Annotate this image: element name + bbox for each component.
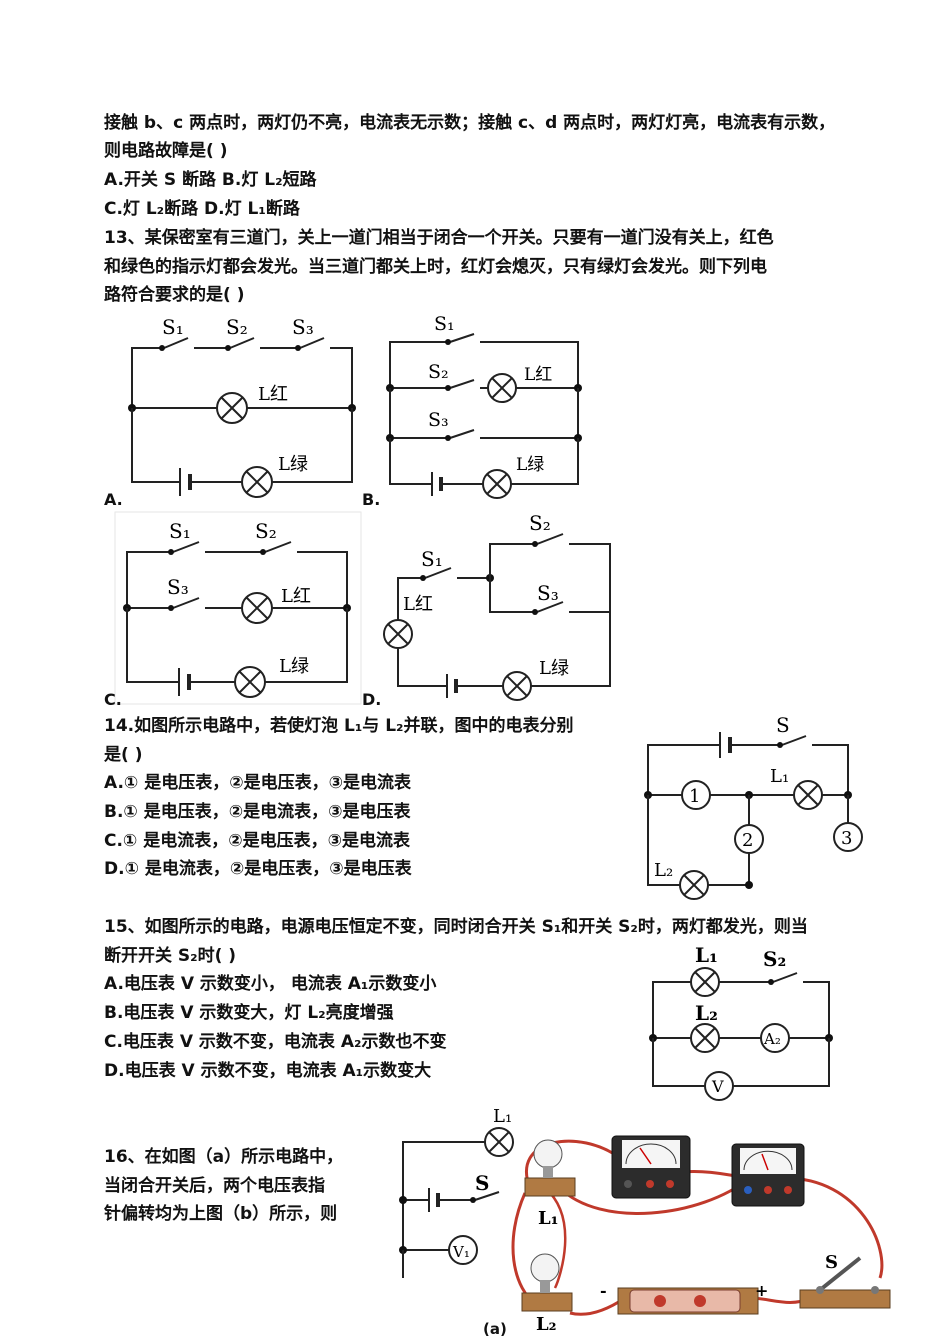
q16-s-label: S	[475, 1171, 489, 1195]
q15-circuit-diagram: L₁ S₂ L₂ A₂ V	[649, 943, 833, 1101]
b-s1-label: S₁	[434, 313, 455, 335]
a-s1-label: S₁	[162, 315, 184, 339]
q14-s-label: S	[776, 713, 790, 737]
q12-text-line2: 则电路故障是( )	[104, 141, 228, 161]
q14-option-d: D.① 是电流表，②是电压表，③是电压表	[104, 859, 412, 879]
q15-text-line1: 15、如图所示的电路，电源电压恒定不变，同时闭合开关 S₁和开关 S₂时，两灯都…	[104, 917, 808, 937]
b-s2-label: S₂	[428, 361, 449, 383]
q13-text-line3: 路符合要求的是( )	[104, 285, 245, 305]
c-s3-label: S₃	[167, 575, 189, 599]
q16-text-line3: 针偏转均为上图（b）所示，则	[104, 1204, 338, 1224]
q14-l2-label: L₂	[654, 860, 673, 881]
figure-a-caption: (a)	[483, 1320, 507, 1338]
q15-option-d: D.电压表 V 示数不变，电流表 A₁示数变大	[104, 1061, 432, 1081]
circuit-b-diagram: S₁ S₂ S₃ L红 L绿	[386, 313, 582, 499]
q14-option-b: B.① 是电压表，②是电流表，③是电压表	[104, 802, 411, 822]
q16-l1-label: L₁	[493, 1106, 512, 1127]
q13-text-line1: 13、某保密室有三道门，关上一道门相当于闭合一个开关。只要有一道门没有关上，红色	[104, 228, 774, 248]
circuit-d-diagram: S₁ S₂ S₃ L红 L绿	[383, 511, 611, 701]
c-lgreen-label: L绿	[279, 656, 309, 677]
c-lred-label: L红	[281, 586, 311, 607]
q15-s2-label: S₂	[763, 947, 786, 971]
q15-v-label: V	[711, 1077, 724, 1096]
d-s1-label: S₁	[421, 547, 443, 571]
apparatus-l2-label: L₂	[536, 1314, 557, 1335]
battery-plus-label: +	[755, 1281, 768, 1300]
q14-text-line1: 14.如图所示电路中，若使灯泡 L₁与 L₂并联，图中的电表分别	[104, 716, 574, 736]
q16-text-line2: 当闭合开关后，两个电压表指	[104, 1176, 325, 1196]
c-s2-label: S₂	[255, 519, 277, 543]
a-s3-label: S₃	[292, 315, 314, 339]
option-d-label: D.	[362, 690, 382, 709]
d-lgreen-label: L绿	[539, 658, 569, 679]
q14-l1-label: L₁	[770, 766, 789, 787]
q13-text-line2: 和绿色的指示灯都会发光。当三道门都关上时，红灯会熄灭，只有绿灯会发光。则下列电	[104, 257, 767, 277]
a-s2-label: S₂	[226, 315, 248, 339]
apparatus-s-label: S	[825, 1252, 838, 1273]
q15-l2-label: L₂	[695, 1001, 718, 1025]
a-lred-label: L红	[258, 384, 288, 405]
circuit-c-diagram: S₁ S₂ S₃ L红 L绿	[114, 511, 362, 705]
q16-apparatus-illustration: - + S L₁ L₂	[511, 1135, 891, 1335]
option-c-label: C.	[104, 690, 122, 709]
b-lgreen-label: L绿	[516, 455, 544, 475]
q16-text-line1: 16、在如图（a）所示电路中，	[104, 1147, 344, 1167]
q14-option-c: C.① 是电流表，②是电压表，③是电流表	[104, 831, 411, 851]
option-b-label: B.	[362, 490, 381, 509]
a-lgreen-label: L绿	[278, 454, 308, 475]
q16-circuit-diagram: L₁ S V₁	[399, 1106, 514, 1278]
apparatus-l1-label: L₁	[538, 1208, 559, 1229]
b-s3-label: S₃	[428, 409, 449, 431]
q15-option-c: C.电压表 V 示数不变，电流表 A₂示数也不变	[104, 1032, 447, 1052]
q14-text-line2: 是( )	[104, 745, 143, 765]
q12-options-cd: C.灯 L₂断路 D.灯 L₁断路	[104, 199, 300, 219]
q14-option-a: A.① 是电压表，②是电压表，③是电流表	[104, 773, 412, 793]
q14-m2-label: 2	[742, 830, 753, 851]
q14-m1-label: 1	[689, 786, 700, 807]
q15-text-line2: 断开开关 S₂时( )	[104, 946, 237, 966]
q16-v1-label: V₁	[452, 1243, 470, 1261]
d-s2-label: S₂	[529, 511, 551, 535]
d-lred-label: L红	[403, 594, 433, 615]
d-s3-label: S₃	[537, 581, 559, 605]
option-a-label: A.	[104, 490, 123, 509]
q14-circuit-diagram: 1 2 3 S L₁ L₂	[644, 713, 863, 900]
q15-a2-label: A₂	[763, 1030, 781, 1048]
b-lred-label: L红	[524, 365, 552, 385]
circuit-a-diagram: S₁ S₂ S₃ L红 L绿	[128, 315, 356, 498]
q15-option-a: A.电压表 V 示数变小， 电流表 A₁示数变小	[104, 974, 437, 994]
q14-m3-label: 3	[841, 828, 852, 849]
q12-options-ab: A.开关 S 断路 B.灯 L₂短路	[104, 170, 317, 190]
battery-minus-label: -	[600, 1281, 607, 1300]
q15-l1-label: L₁	[695, 943, 718, 967]
q12-text-line1: 接触 b、c 两点时，两灯仍不亮，电流表无示数；接触 c、d 两点时，两灯灯亮，…	[104, 113, 836, 133]
q15-option-b: B.电压表 V 示数变大，灯 L₂亮度增强	[104, 1003, 394, 1023]
c-s1-label: S₁	[169, 519, 191, 543]
